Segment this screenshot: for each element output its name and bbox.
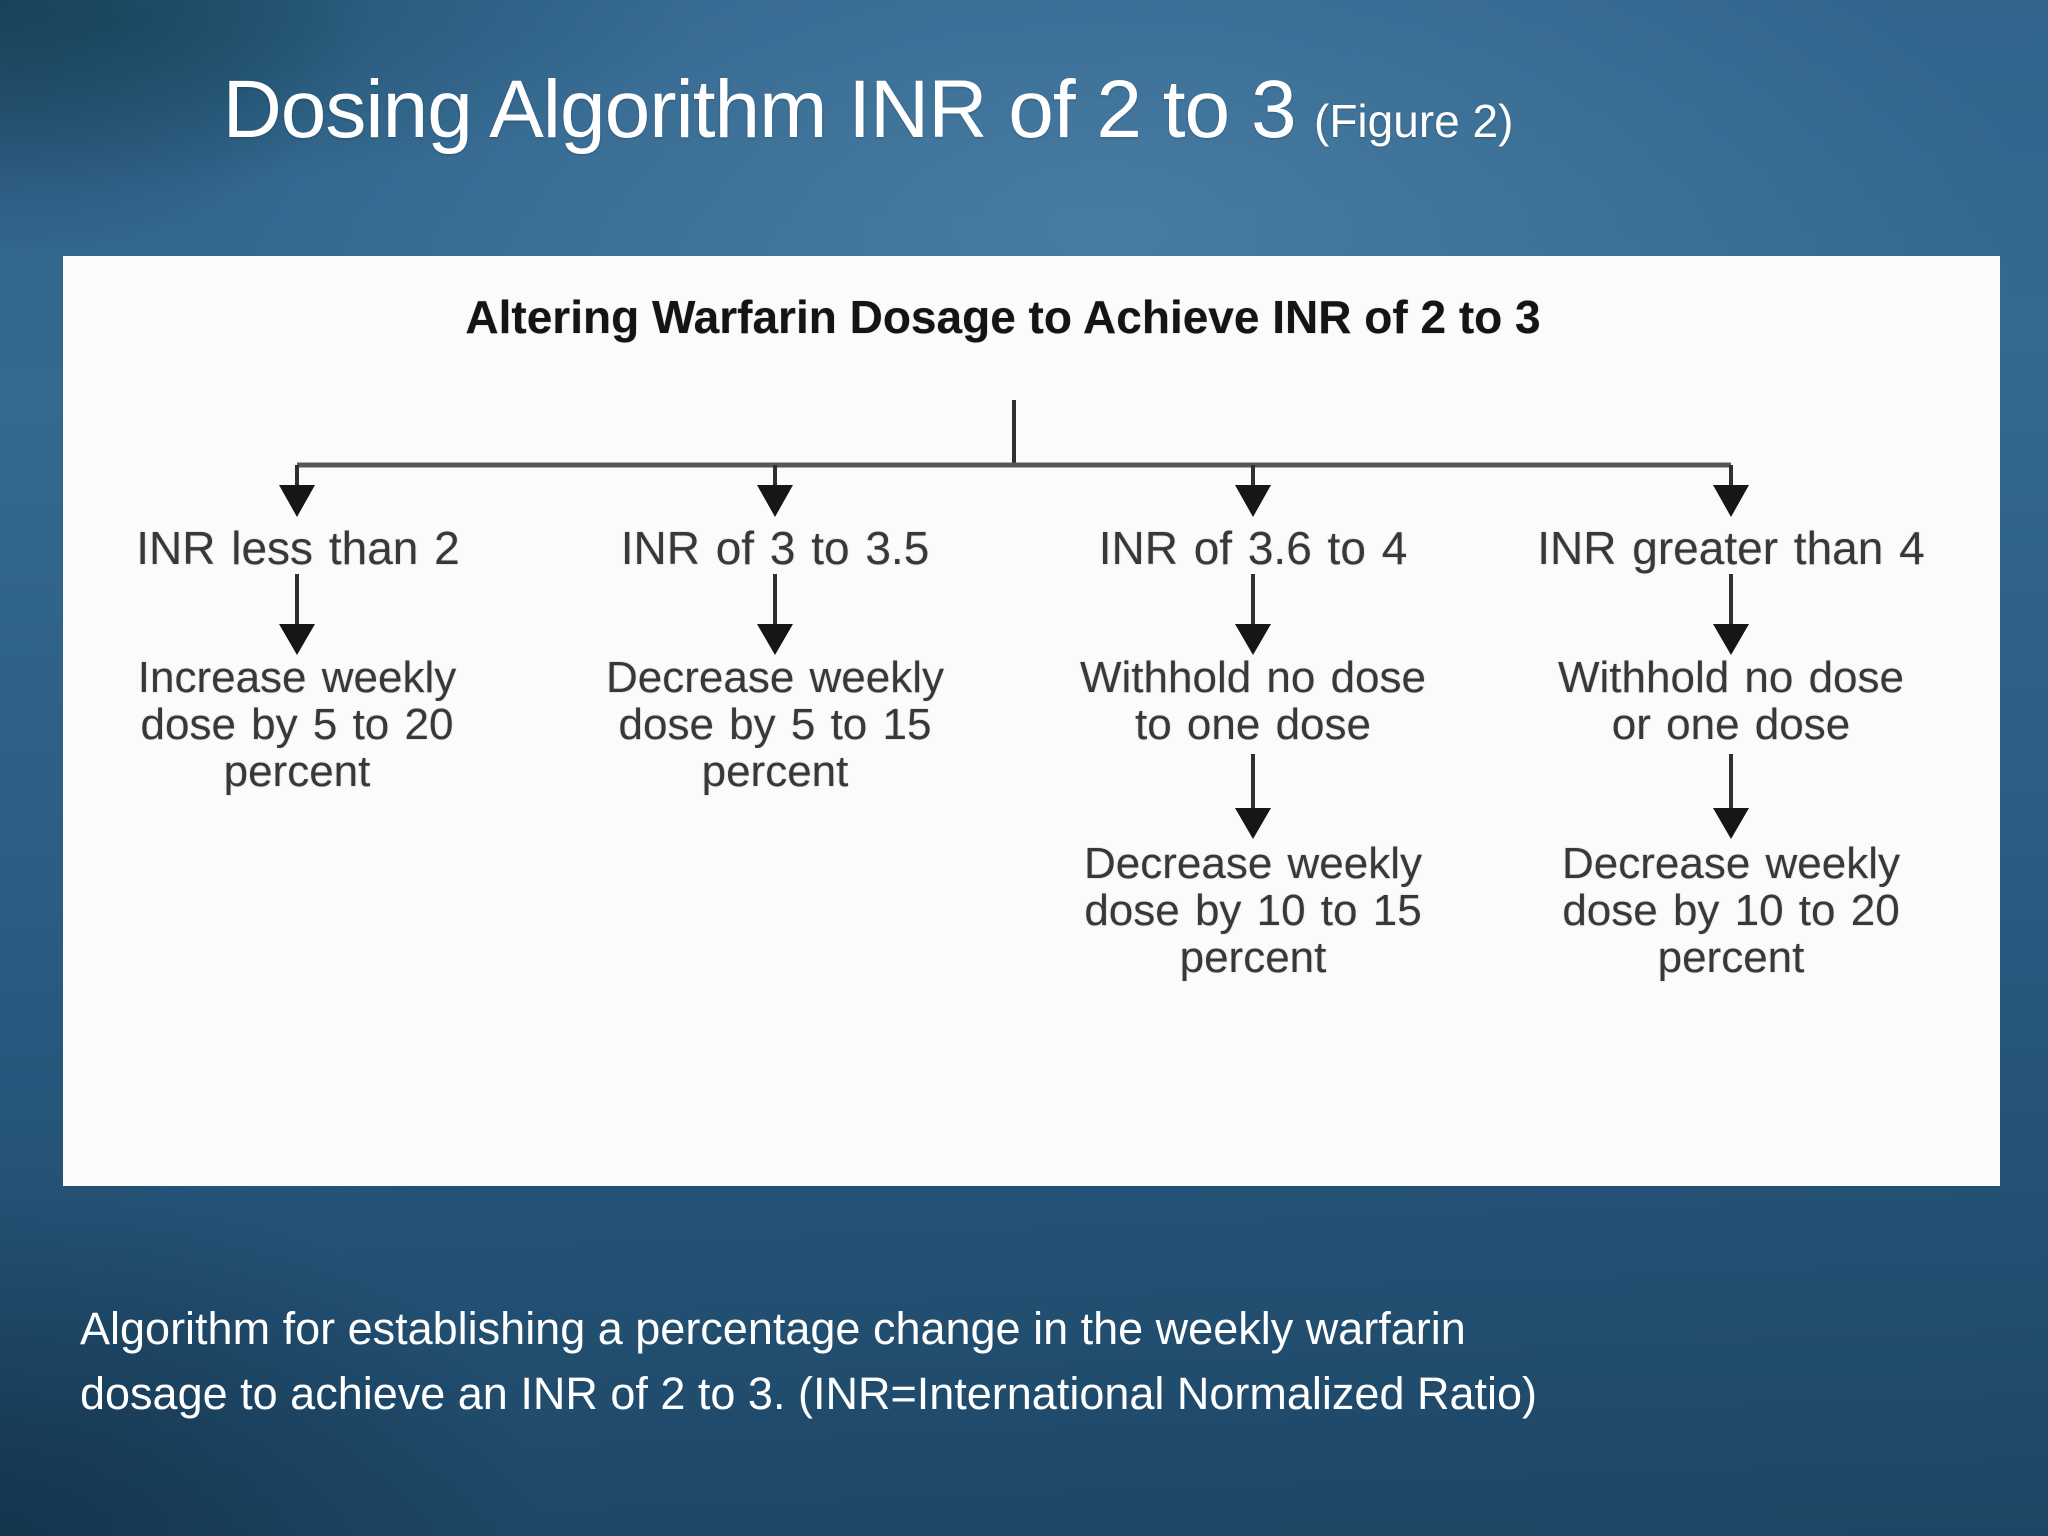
- slide-caption: Algorithm for establishing a percentage …: [80, 1296, 1860, 1426]
- condition-arrowhead-1: [279, 624, 315, 655]
- caption-line-2: dosage to achieve an INR of 2 to 3. (INR…: [80, 1368, 1538, 1419]
- followup-arrowhead-4: [1713, 808, 1749, 839]
- figure-reference-label: (Figure 2): [1314, 95, 1514, 147]
- figure-heading: Altering Warfarin Dosage to Achieve INR …: [465, 291, 1541, 343]
- action-box-increase-5-20: Increase weekly dose by 5 to 20 percent: [137, 653, 457, 796]
- followup-arrowhead-3: [1235, 808, 1271, 839]
- action-box-withhold-to-one-dose: Withhold no dose to one dose: [1080, 653, 1426, 749]
- followup-box-decrease-10-15: Decrease weekly dose by 10 to 15 percent: [1083, 839, 1423, 982]
- branch-drop-arrowhead-2: [757, 485, 793, 517]
- branch-drop-arrowhead-4: [1713, 485, 1749, 517]
- action-box-decrease-5-15: Decrease weekly dose by 5 to 15 percent: [605, 653, 945, 796]
- caption-line-1: Algorithm for establishing a percentage …: [80, 1303, 1466, 1354]
- condition-box-inr-3-6-to-4: INR of 3.6 to 4: [1098, 522, 1408, 574]
- branch-drop-arrowhead-3: [1235, 485, 1271, 517]
- condition-box-inr-3-to-3-5: INR of 3 to 3.5: [620, 522, 930, 574]
- condition-arrowhead-2: [757, 624, 793, 655]
- page-title: Dosing Algorithm INR of 2 to 3: [222, 64, 1297, 155]
- branch-drop-arrowhead-1: [279, 485, 315, 517]
- condition-arrowhead-3: [1235, 624, 1271, 655]
- action-box-withhold-or-one-dose: Withhold no dose or one dose: [1558, 653, 1904, 749]
- condition-box-inr-less-than-2: INR less than 2: [136, 522, 460, 574]
- condition-arrowhead-4: [1713, 624, 1749, 655]
- flowchart-connectors: [279, 400, 1749, 839]
- followup-box-decrease-10-20: Decrease weekly dose by 10 to 20 percent: [1561, 839, 1901, 982]
- slide-title: Dosing Algorithm INR of 2 to 3 (Figure 2…: [0, 62, 1736, 158]
- condition-box-inr-greater-than-4: INR greater than 4: [1537, 522, 1925, 574]
- figure-panel: Altering Warfarin Dosage to Achieve INR …: [63, 256, 2000, 1186]
